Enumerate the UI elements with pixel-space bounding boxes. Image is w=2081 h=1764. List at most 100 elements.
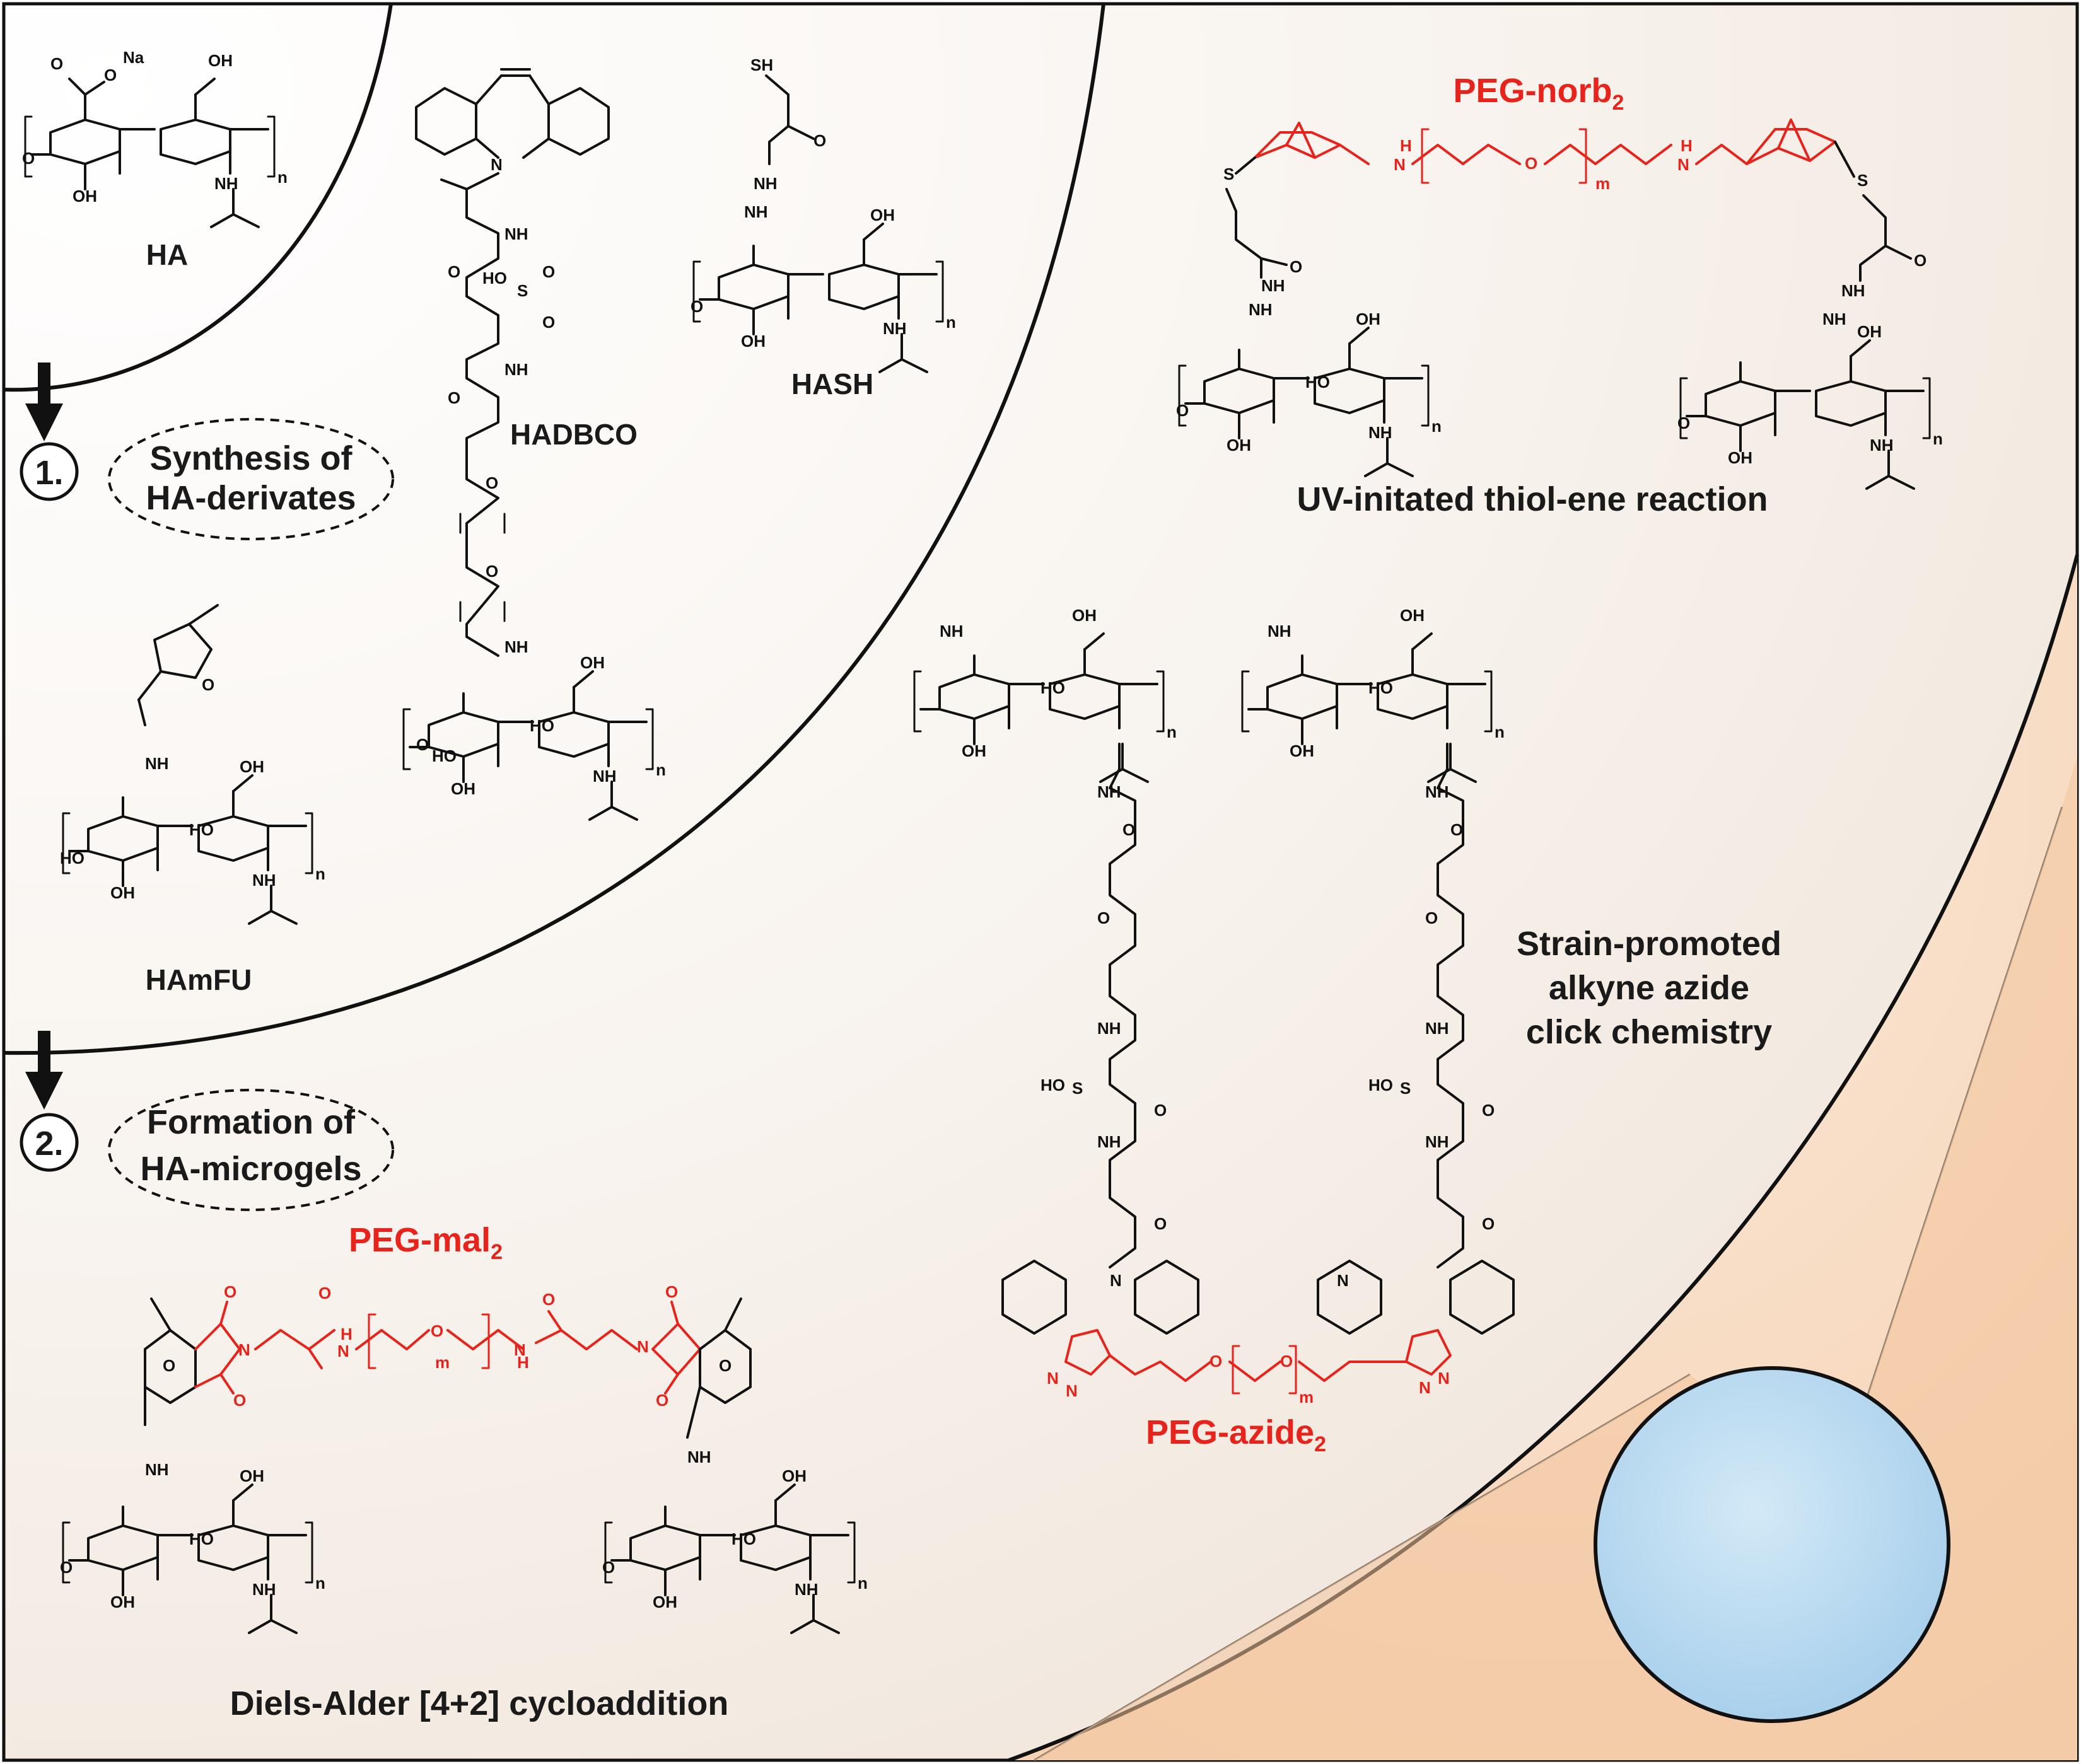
svg-text:N: N [514, 1340, 526, 1359]
svg-text:O: O [542, 1290, 555, 1309]
step1-arrow [25, 363, 63, 441]
step2-badge: 2. Formation of HA-microgels [20, 1089, 394, 1211]
svg-text:OH: OH [110, 883, 135, 902]
da-ha-left: NH O HO OH OH NH n [60, 1460, 325, 1634]
step2-arrow [25, 1031, 63, 1110]
svg-text:OH: OH [240, 1466, 264, 1485]
svg-text:O: O [448, 262, 460, 281]
svg-text:O: O [813, 131, 826, 150]
svg-text:OH: OH [240, 757, 264, 776]
svg-text:O: O [665, 1282, 678, 1301]
peg-azide-label: PEG-azide2 [1146, 1413, 1326, 1456]
svg-text:n: n [315, 864, 325, 883]
svg-text:O: O [691, 297, 703, 316]
svg-text:O: O [1210, 1352, 1222, 1371]
svg-text:OH: OH [962, 741, 986, 760]
svg-text:NH: NH [1097, 782, 1121, 801]
svg-text:NH: NH [1261, 276, 1285, 295]
svg-text:O: O [416, 735, 429, 754]
svg-text:NH: NH [1097, 1019, 1121, 1038]
svg-text:OH: OH [870, 206, 895, 224]
svg-text:O: O [656, 1391, 668, 1410]
svg-text:m: m [1299, 1388, 1314, 1407]
thiol-ene-label: UV-initated thiol-ene reaction [1297, 480, 1768, 518]
svg-text:O: O [486, 562, 498, 581]
svg-text:NH: NH [593, 767, 617, 786]
svg-text:NH: NH [1425, 1132, 1449, 1151]
step1-line2: HA-derivates [146, 479, 356, 517]
thiol-ene-ha-right: O OH OH NH n [1677, 322, 1943, 490]
svg-text:O: O [104, 66, 117, 84]
svg-text:HO: HO [1040, 1076, 1065, 1094]
svg-text:N: N [491, 155, 503, 174]
svg-text:OH: OH [580, 653, 605, 672]
svg-text:NH: NH [1841, 281, 1865, 300]
svg-text:n: n [1167, 722, 1177, 741]
svg-text:N: N [1438, 1369, 1450, 1388]
svg-text:OH: OH [1356, 310, 1380, 328]
diels-alder-label: Diels-Alder [4+2] cycloaddition [230, 1685, 729, 1722]
svg-text:O: O [448, 388, 460, 407]
svg-text:n: n [315, 1574, 325, 1593]
svg-text:NH: NH [1425, 782, 1449, 801]
svg-text:N: N [1110, 1271, 1122, 1290]
svg-text:O: O [163, 1356, 175, 1375]
hash-structure: SH O NH NH [744, 55, 826, 221]
svg-text:O: O [1122, 820, 1135, 839]
svg-text:NH: NH [940, 622, 964, 641]
svg-text:O: O [1525, 154, 1537, 173]
svg-text:OH: OH [653, 1593, 677, 1611]
svg-text:H: H [517, 1353, 529, 1372]
svg-text:OH: OH [782, 1466, 807, 1485]
svg-text:NH: NH [504, 637, 528, 656]
svg-text:O: O [602, 1558, 615, 1577]
svg-text:NH: NH [687, 1448, 711, 1466]
svg-text:OH: OH [1857, 322, 1882, 341]
svg-text:N: N [1047, 1369, 1059, 1388]
svg-text:NH: NH [504, 224, 528, 243]
step2-line1: Formation of [147, 1103, 356, 1141]
step1-boundary [3, 3, 393, 392]
svg-text:N: N [238, 1340, 250, 1359]
svg-text:O: O [233, 1391, 246, 1410]
svg-text:N: N [637, 1337, 649, 1356]
svg-text:n: n [1431, 417, 1442, 436]
svg-text:OH: OH [1227, 436, 1251, 455]
svg-text:n: n [858, 1574, 868, 1593]
peg-mal-label: PEG-mal2 [349, 1221, 503, 1264]
svg-text:HO: HO [1368, 1076, 1393, 1094]
svg-text:O: O [431, 1321, 443, 1340]
spaac-chains: NH NH O O O O NH NH HO HO S S O O NH NH … [1001, 743, 1515, 1407]
svg-text:OH: OH [451, 779, 475, 798]
ha-label: HA [146, 238, 188, 271]
thiol-ene-ha-left: O HO OH OH NH n [1176, 310, 1442, 477]
step1-line1: Synthesis of [149, 439, 353, 477]
svg-text:O: O [1914, 251, 1927, 270]
svg-text:HO: HO [482, 269, 507, 287]
svg-text:n: n [1933, 429, 1943, 448]
spaac-line3: click chemistry [1526, 1013, 1772, 1051]
svg-text:N: N [1066, 1381, 1078, 1400]
svg-text:OH: OH [1072, 606, 1097, 625]
svg-text:SH: SH [750, 55, 773, 74]
svg-text:HO: HO [1040, 678, 1065, 697]
spaac-line2: alkyne azide [1549, 969, 1749, 1007]
hadbco-structure: N NH O HO S O O NH O O O NH [415, 68, 610, 657]
svg-text:NH: NH [754, 174, 778, 193]
step2-line2: HA-microgels [140, 1150, 361, 1188]
svg-text:O: O [318, 1284, 331, 1303]
svg-text:O: O [1176, 401, 1189, 420]
svg-text:O: O [1097, 908, 1110, 927]
svg-text:S: S [517, 281, 528, 300]
svg-text:N: N [1419, 1378, 1431, 1397]
step2-boundary [3, 3, 1105, 1055]
svg-text:O: O [1482, 1101, 1495, 1120]
svg-text:N: N [337, 1342, 349, 1361]
svg-text:O: O [50, 54, 63, 73]
hamfu-label: HAmFU [146, 963, 252, 996]
svg-text:n: n [656, 760, 666, 779]
svg-text:NH: NH [795, 1580, 819, 1599]
svg-text:O: O [1280, 1352, 1293, 1371]
